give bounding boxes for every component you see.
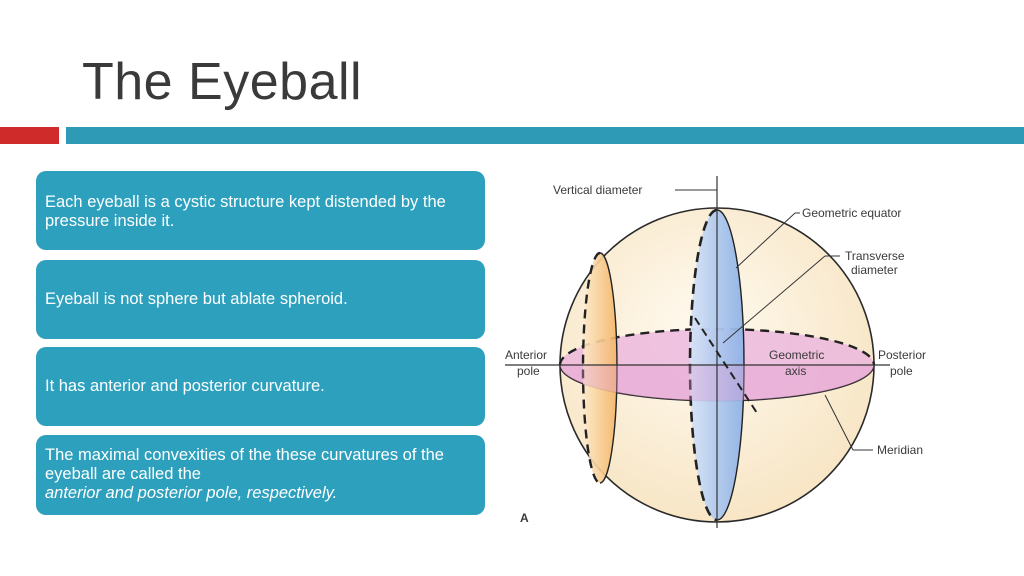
label-anterior-1: Anterior [505, 348, 547, 362]
bullet-text-3: It has anterior and posterior curvature. [45, 377, 325, 395]
meridian-leader-1 [824, 394, 854, 451]
label-meridian: Meridian [877, 443, 923, 457]
anterior-plane [583, 253, 617, 483]
label-anterior-2: pole [517, 364, 540, 378]
label-transverse-2: diameter [851, 263, 898, 277]
label-geometric-equator: Geometric equator [802, 206, 901, 220]
title-accent-bar-red [0, 127, 59, 144]
label-transverse-1: Transverse [845, 249, 905, 263]
label-geometric-1: Geometric [769, 348, 824, 362]
transverse-leader-1 [722, 255, 826, 344]
label-posterior-1: Posterior [878, 348, 926, 362]
slide-title: The Eyeball [82, 53, 363, 111]
bullet-text-4-prefix: The maximal convexities of the these cur… [45, 446, 444, 483]
equator-leader-1 [735, 212, 796, 269]
label-vertical-diameter: Vertical diameter [553, 183, 642, 197]
bullet-box-3: It has anterior and posterior curvature. [36, 347, 485, 426]
bullet-text-4-italic: anterior and posterior pole, respectivel… [45, 484, 338, 502]
bullet-box-4: The maximal convexities of the these cur… [36, 435, 485, 515]
bullet-box-2: Eyeball is not sphere but ablate spheroi… [36, 260, 485, 339]
transverse-diameter-line [694, 317, 758, 414]
title-accent-bar-teal [66, 127, 1024, 144]
bullet-box-1: Each eyeball is a cystic structure kept … [36, 171, 485, 250]
bullet-text-2: Eyeball is not sphere but ablate spheroi… [45, 290, 348, 308]
bullet-text-4: The maximal convexities of the these cur… [45, 446, 477, 503]
eyeball-diagram: Vertical diameter Geometric equator Tran… [505, 176, 926, 528]
anterior-plane-front-edge [599, 252, 618, 484]
label-geometric-2: axis [785, 364, 806, 378]
anterior-plane-back-edge [581, 251, 601, 485]
label-panel-letter: A [520, 511, 529, 525]
bullet-text-1: Each eyeball is a cystic structure kept … [45, 193, 446, 230]
label-posterior-2: pole [890, 364, 913, 378]
